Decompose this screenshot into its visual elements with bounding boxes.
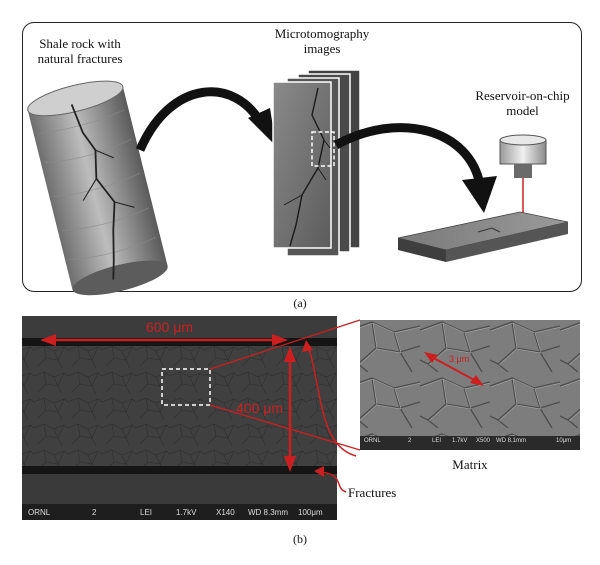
sem-bar-zoom-3: 1.7kV <box>452 438 467 444</box>
sem-bar-main-3: 1.7kV <box>176 508 196 517</box>
sem-bar-zoom-4: X500 <box>476 438 490 444</box>
arrow-rock-to-ct <box>140 92 262 150</box>
sem-bar-main-6: 100μm <box>298 508 323 517</box>
sem-bar-zoom-2: LEI <box>432 438 441 444</box>
label-fractures: Fractures <box>348 485 418 500</box>
shale-rock-core <box>25 74 171 300</box>
ct-image-stack <box>273 70 360 256</box>
sem-bar-zoom-5: WD 8.1mm <box>496 438 526 444</box>
sem-bar-main-1: 2 <box>92 508 96 517</box>
sem-bar-zoom-6: 10μm <box>556 438 571 444</box>
sem-bar-main-0: ORNL <box>28 508 50 517</box>
label-microtomography: Microtomography images <box>262 26 382 56</box>
label-400um: 400 μm <box>236 400 283 416</box>
sem-bar-main-4: X140 <box>216 508 235 517</box>
label-matrix: Matrix <box>440 457 500 472</box>
sem-bar-zoom-1: 2 <box>408 438 411 444</box>
sem-bar-main-5: WD 8.3mm <box>248 508 288 517</box>
sem-bar-zoom-0: ORNL <box>364 438 381 444</box>
panel-b-drawing <box>0 316 600 526</box>
sem-zoom-image <box>360 320 580 450</box>
caption-b: (b) <box>285 532 315 547</box>
label-3um: 3 μm <box>449 354 469 364</box>
reservoir-chip-slab <box>398 212 568 262</box>
caption-a: (a) <box>285 296 315 311</box>
microscope-lens-icon <box>500 135 546 224</box>
label-600um: 600 μm <box>146 319 193 335</box>
label-reservoir-chip: Reservoir-on-chip model <box>470 88 575 118</box>
label-shale-rock: Shale rock with natural fractures <box>30 36 130 66</box>
sem-bar-main-2: LEI <box>140 508 152 517</box>
